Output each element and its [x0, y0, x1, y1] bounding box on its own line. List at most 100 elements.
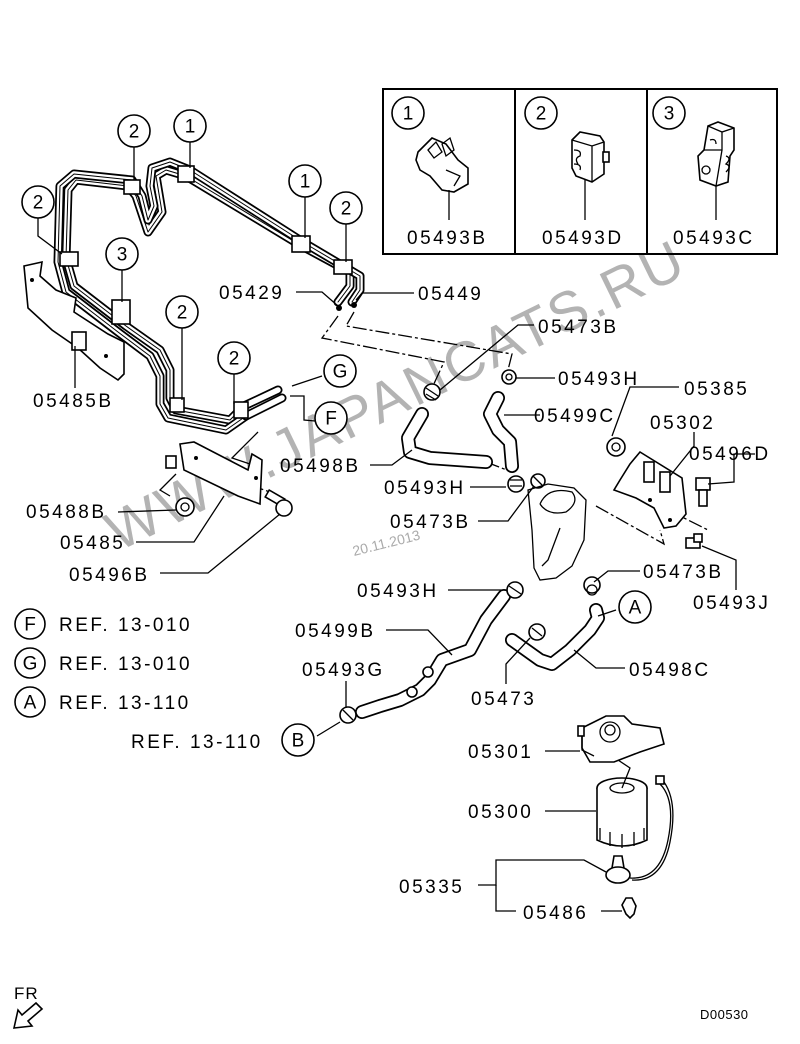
label-05498B[interactable]: 05498B	[280, 456, 361, 477]
pipe-end	[336, 305, 342, 311]
label-05335[interactable]: 05335	[399, 877, 464, 898]
label-05499B[interactable]: 05499B	[295, 621, 376, 642]
label-05300[interactable]: 05300	[468, 802, 533, 823]
clamp-05473B-mid[interactable]	[530, 473, 546, 489]
callout-number: 1	[403, 104, 414, 125]
bracket-05485[interactable]	[165, 441, 263, 506]
guide-line	[158, 473, 177, 497]
callout-2-top[interactable]: 2	[117, 114, 151, 180]
label-05485[interactable]: 05485	[60, 533, 125, 554]
reference-legend: F REF. 13-010 G REF. 13-010 A REF. 13-11…	[14, 608, 263, 753]
connector-letter: A	[629, 598, 642, 619]
clip-05493C-icon	[697, 121, 735, 187]
label-05429[interactable]: 05429	[219, 283, 284, 304]
label-05496B[interactable]: 05496B	[69, 565, 150, 586]
pipe-clip	[169, 397, 185, 413]
nut-05385[interactable]	[606, 437, 626, 457]
connector-G[interactable]: G	[291, 354, 357, 388]
clamp-05473B-top[interactable]	[423, 383, 441, 401]
label-05485B[interactable]: 05485B	[33, 391, 114, 412]
clip-callouts: 2 1 1 2 2 3 2	[21, 109, 363, 404]
label-05493H-mid[interactable]: 05493H	[384, 478, 466, 499]
callout-2-low[interactable]: 2	[165, 295, 199, 400]
callout-number: 2	[229, 349, 240, 370]
hose-05498C[interactable]	[505, 603, 605, 671]
fuel-pipe-assembly[interactable]	[53, 157, 365, 435]
hose-05498B[interactable]	[401, 407, 493, 469]
hose-05499B[interactable]	[355, 589, 511, 719]
callout-number: 1	[185, 117, 196, 138]
clip-05493B-icon	[415, 136, 469, 193]
bolt-05496D[interactable]	[695, 477, 711, 507]
callout-2-left[interactable]: 2	[21, 185, 63, 255]
reference-F[interactable]: F REF. 13-010	[14, 608, 192, 640]
clamp-05493H-mid[interactable]	[507, 475, 525, 493]
pipe-clip	[177, 165, 195, 183]
callout-3[interactable]: 3	[105, 237, 139, 302]
part-number-label: 05493C	[673, 228, 755, 249]
hose-05499C[interactable]	[483, 391, 519, 473]
clamp-05473[interactable]	[528, 623, 546, 641]
nut-05488B[interactable]	[175, 497, 195, 517]
bracket-05485B[interactable]	[23, 260, 125, 382]
label-05301[interactable]: 05301	[468, 742, 533, 763]
legend-frame	[382, 88, 778, 255]
callout-circle	[524, 96, 558, 130]
guide-line	[230, 431, 259, 465]
callout-number: 2	[536, 104, 547, 125]
clamp-05493H-top[interactable]	[501, 369, 517, 385]
direction-indicator: FR	[12, 984, 44, 1029]
pipe-end	[351, 302, 357, 308]
label-05473[interactable]: 05473	[471, 689, 536, 710]
reference-A[interactable]: A REF. 13-110	[14, 686, 191, 718]
callout-1-top[interactable]: 1	[173, 109, 207, 168]
legend-cell-2[interactable]: 2 05493D	[524, 96, 624, 249]
water-sensor-05335[interactable]	[605, 775, 674, 884]
clamp-05493H-low[interactable]	[506, 581, 524, 599]
label-05493H-low[interactable]: 05493H	[357, 581, 439, 602]
label-05449[interactable]: 05449	[418, 284, 483, 305]
label-05302[interactable]: 05302	[650, 413, 715, 434]
label-05493G[interactable]: 05493G	[302, 660, 385, 681]
label-05493H-top[interactable]: 05493H	[558, 369, 640, 390]
reference-letter: G	[23, 654, 38, 675]
callout-2-right[interactable]: 2	[329, 191, 363, 262]
callout-2-end[interactable]: 2	[217, 341, 251, 404]
connector-letter: G	[333, 362, 348, 383]
part-labels: 05429 05449 05485B 05473B 05493H 05385 0…	[26, 283, 771, 924]
bolt-05496B[interactable]	[264, 488, 293, 517]
bracket-05302[interactable]	[612, 450, 687, 529]
label-05473B-mid[interactable]: 05473B	[390, 512, 471, 533]
legend-cell-3[interactable]: 3 05493C	[652, 96, 755, 249]
label-05473B-right[interactable]: 05473B	[643, 562, 724, 583]
filter-cartridge-05300[interactable]	[596, 759, 648, 848]
pipe-clip	[111, 299, 131, 325]
legend-cell-1[interactable]: 1 05493B	[391, 96, 488, 249]
reference-G[interactable]: G REF. 13-010	[14, 647, 192, 679]
diagram-code: D00530	[700, 1007, 749, 1022]
reference-B-text[interactable]: REF. 13-110	[131, 732, 263, 753]
label-05493J[interactable]: 05493J	[693, 593, 770, 614]
connector-B[interactable]: B	[281, 723, 315, 757]
filter-bracket-outline	[527, 483, 587, 581]
clip-05493J[interactable]	[685, 533, 703, 549]
label-05499C[interactable]: 05499C	[534, 406, 616, 427]
callout-1-mid[interactable]: 1	[288, 164, 322, 238]
label-05385[interactable]: 05385	[684, 379, 749, 400]
callout-circle	[391, 96, 425, 130]
label-05496D[interactable]: 05496D	[689, 444, 771, 465]
clamp-05493G[interactable]	[339, 706, 357, 724]
filter-head-05301[interactable]	[577, 715, 665, 763]
label-05488B[interactable]: 05488B	[26, 502, 107, 523]
drain-plug-05486[interactable]	[621, 897, 637, 920]
label-05473B-top[interactable]: 05473B	[538, 317, 619, 338]
reference-letter: A	[24, 693, 37, 714]
connector-F[interactable]: F	[290, 395, 348, 435]
pipe-clip	[123, 179, 141, 195]
connector-A[interactable]: A	[618, 590, 652, 624]
reference-letter: F	[24, 615, 36, 636]
label-05498C[interactable]: 05498C	[629, 660, 711, 681]
label-05486[interactable]: 05486	[523, 903, 588, 924]
clip-05493D-icon	[571, 131, 610, 183]
pipe-clip	[59, 251, 79, 267]
